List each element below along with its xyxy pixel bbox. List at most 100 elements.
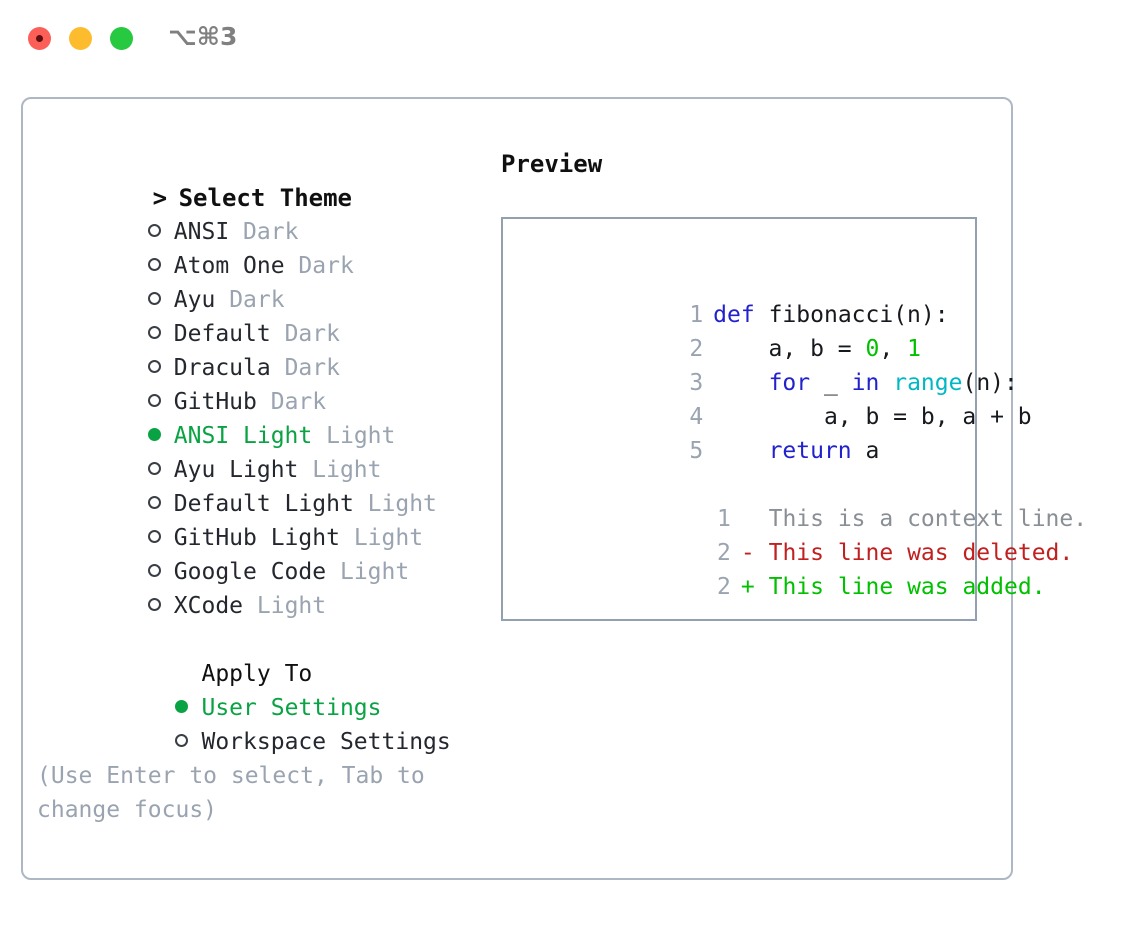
theme-option-label: ANSI Light [173,423,313,449]
theme-option-default-dark[interactable]: Default Dark [37,283,507,347]
theme-option-atom-one-dark[interactable]: Atom One Dark [37,215,507,279]
theme-variant-value: Dark [270,389,327,415]
theme-option-xcode[interactable]: XCode Light [37,555,507,619]
code-token: _ [810,370,852,396]
minimize-button-icon[interactable] [69,27,92,50]
radio-icon-selected[interactable] [175,691,201,725]
theme-variant-value: Light [326,423,396,449]
diff-sign: + [740,574,755,600]
code-token: 1 [907,336,921,362]
code-token [879,370,893,396]
diff-line-context: 1 This is a context line. [515,468,1087,532]
theme-option-ayu-dark[interactable]: Ayu Dark [37,249,507,313]
code-token: fibonacci(n): [768,302,949,328]
theme-option-google-code[interactable]: Google Code Light [37,521,507,585]
apply-to-header: Apply To [37,623,507,687]
code-token: in [851,370,880,396]
radio-icon[interactable] [175,725,201,759]
theme-variant-value: Dark [284,321,340,347]
line-number: 2 [717,540,731,566]
theme-option-label: GitHub Light [173,525,340,551]
apply-to-section: Apply To User Settings Workspace Setting… [37,623,507,755]
theme-variant-label [312,423,326,449]
keyboard-hint-text: (Use Enter to select, Tab to change focu… [37,763,425,823]
line-number: 5 [689,438,704,464]
theme-option-github-dark[interactable]: GitHub Dark [37,351,507,415]
theme-variant-label [340,525,354,551]
theme-option-github-light[interactable]: GitHub Light Light [37,487,507,551]
code-token: , [879,336,908,362]
radio-icon[interactable] [147,385,174,419]
cursor-marker-icon: > [152,184,168,212]
theme-variant-value: Dark [243,219,299,245]
theme-option-label: Ayu Light [173,457,299,483]
zoom-button-icon[interactable] [110,27,133,50]
preview-box: 1 def fibonacci(n): 2 a, b = 0, 1 3 for _… [501,217,1087,621]
theme-variant-label [229,219,243,245]
radio-icon[interactable] [147,453,174,487]
theme-option-dracula-dark[interactable]: Dracula Dark [37,317,507,381]
code-line: 1 def fibonacci(n): [515,264,971,328]
theme-option-label: ANSI [173,219,230,245]
main-panel: > Select Theme ANSI Dark Atom One Dark Ay… [21,97,1087,880]
apply-to-option-workspace-settings[interactable]: Workspace Settings [37,691,507,755]
radio-icon[interactable] [147,351,174,385]
theme-option-label: Atom One [173,253,285,279]
radio-icon[interactable] [147,555,174,589]
line-number: 3 [689,370,704,396]
theme-variant-label [298,457,312,483]
code-token: def [713,302,755,328]
close-button-icon[interactable] [28,27,51,50]
code-token [713,438,768,464]
radio-icon[interactable] [147,317,174,351]
radio-icon[interactable] [147,487,174,521]
theme-option-label: Google Code [173,559,327,585]
preview-column: Preview 1 def fibonacci(n): 2 a, b = 0, 1… [501,147,1087,621]
diff-sign: - [740,540,755,566]
theme-option-label: GitHub [173,389,257,415]
theme-option-default-light[interactable]: Default Light Light [37,453,507,517]
diff-line-deleted: 2- This line was deleted. [515,502,1073,566]
line-number: 1 [689,302,704,328]
theme-option-ansi-light[interactable]: ANSI Light Light [37,385,507,449]
code-token: (n): [962,370,1018,396]
theme-option-ayu-light[interactable]: Ayu Light Light [37,419,507,483]
radio-icon[interactable] [147,215,174,249]
radio-icon[interactable] [147,283,174,317]
radio-icon[interactable] [147,521,174,555]
theme-option-ansi-dark[interactable]: ANSI Dark [37,181,507,245]
code-token: return [768,438,852,464]
theme-variant-label [285,253,299,279]
code-line: 3 for _ in range(n): [515,332,1018,396]
theme-variant-value: Dark [284,355,340,381]
select-theme-header: > Select Theme [37,147,507,212]
radio-icon[interactable] [147,589,174,623]
theme-variant-label [271,355,285,381]
diff-sample: 1 This is a context line. 2- This line w… [515,468,1087,600]
diff-sign [741,506,755,532]
theme-option-label: Ayu [173,287,216,313]
radio-icon[interactable] [147,249,174,283]
theme-variant-label [257,389,271,415]
code-sample: 1 def fibonacci(n): 2 a, b = 0, 1 3 for _… [515,264,1087,600]
theme-variant-label [243,593,257,619]
code-line: 2 a, b = 0, 1 [515,298,971,362]
code-line: 4 a, b = b, a + b [515,366,1031,430]
code-token: for [768,370,811,396]
code-token: a, b = [713,336,866,362]
theme-variant-label [326,559,340,585]
apply-to-option-user-settings[interactable]: User Settings [37,657,507,721]
theme-selector-column: > Select Theme ANSI Dark Atom One Dark Ay… [37,147,507,827]
theme-option-label: Default Light [173,491,354,517]
line-number: 4 [689,404,704,430]
line-number: 2 [717,574,731,600]
theme-variant-value: Light [256,593,327,619]
preview-title: Preview [501,150,603,178]
select-theme-header-label: Select Theme [178,184,352,212]
radio-icon-selected[interactable] [147,419,174,453]
theme-variant-value: Dark [298,253,354,279]
theme-variant-value: Light [367,491,437,517]
theme-variant-label [354,491,368,517]
code-token: range [893,370,963,396]
